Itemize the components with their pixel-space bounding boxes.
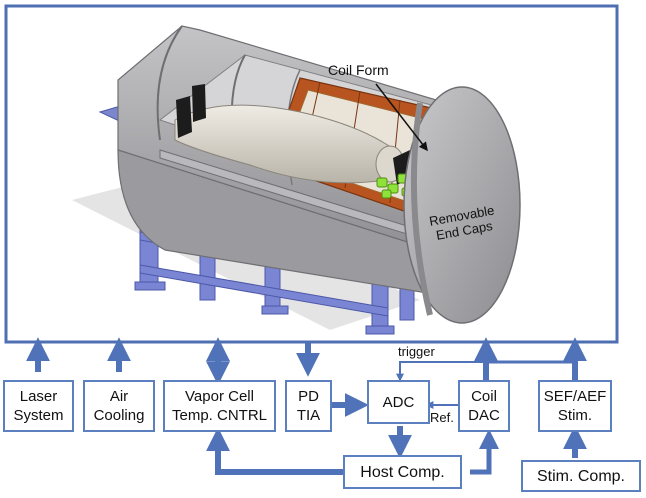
laser-system-line-2: System	[13, 407, 64, 424]
stim-comp-label: Stim. Comp.	[536, 467, 625, 485]
trigger-label: trigger	[398, 344, 435, 359]
coil-dac-block: Coil DAC	[458, 380, 510, 432]
pd-tia-line-1: PD	[298, 388, 319, 405]
air-cooling-line-1: Air	[109, 388, 129, 405]
air-cooling-line-2: Cooling	[93, 407, 145, 424]
air-cooling-block: Air Cooling	[83, 380, 155, 432]
arrow-host-to-vapor	[206, 427, 343, 475]
coil-dac-line-2: DAC	[468, 407, 500, 424]
adc-label: ADC	[382, 393, 415, 411]
vapor-cell-block: Vapor Cell Temp. CNTRL	[163, 380, 276, 432]
laser-system-block: Laser System	[3, 380, 74, 432]
coil-form-pointer	[375, 83, 428, 152]
end-cap	[403, 86, 521, 324]
adc-block: ADC	[367, 380, 430, 424]
ref-label: Ref.	[430, 410, 454, 425]
arrow-trigger-to-adc	[396, 361, 486, 382]
connection-arrows	[26, 337, 587, 475]
coil-form-label: Coil Form	[328, 62, 389, 78]
trigger-line-top	[484, 352, 575, 364]
host-comp-block: Host Comp.	[343, 455, 462, 489]
arrow-host-to-coil	[470, 429, 499, 475]
pd-tia-block: PD TIA	[285, 380, 332, 432]
coil-dac-line-1: Coil	[471, 388, 497, 405]
shielded-room-illustration	[72, 25, 521, 335]
sef-aef-stim-block: SEF/AEF Stim.	[538, 380, 612, 432]
vapor-cell-line-1: Vapor Cell	[185, 388, 254, 405]
vapor-cell-line-2: Temp. CNTRL	[171, 407, 268, 424]
sef-aef-line-1: SEF/AEF	[543, 388, 607, 405]
host-comp-label: Host Comp.	[360, 463, 445, 481]
sef-aef-line-2: Stim.	[557, 407, 593, 424]
pd-tia-line-2: TIA	[296, 407, 321, 424]
stim-comp-block: Stim. Comp.	[521, 460, 641, 492]
laser-system-line-1: Laser	[19, 388, 58, 405]
